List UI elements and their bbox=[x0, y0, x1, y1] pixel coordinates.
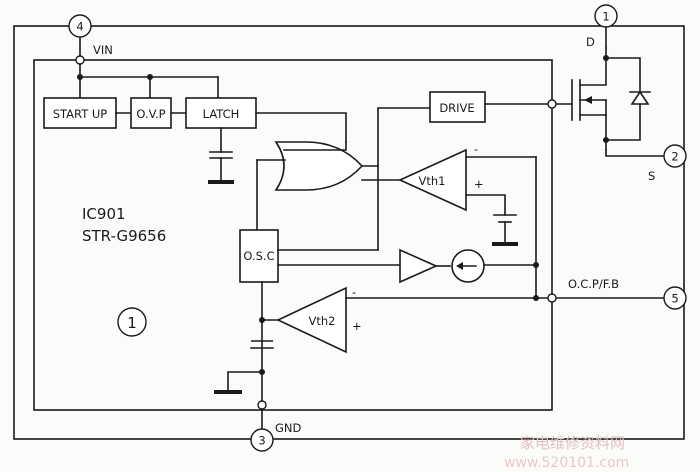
latch-label: LATCH bbox=[203, 107, 240, 121]
vth2-plus: + bbox=[352, 319, 362, 333]
vth1-minus: - bbox=[474, 142, 478, 156]
circled-number-label: 1 bbox=[127, 314, 137, 332]
pin-1-label: 1 bbox=[602, 10, 609, 24]
pin-4-label: 4 bbox=[76, 20, 83, 34]
junction bbox=[147, 74, 153, 80]
ocp-fb-label: O.C.P/F.B bbox=[568, 277, 619, 291]
junction bbox=[533, 262, 539, 268]
vin-label: VIN bbox=[93, 43, 113, 57]
osc-block bbox=[239, 229, 279, 283]
or-to-drive-wire bbox=[377, 107, 431, 167]
pin-3-label: 3 bbox=[258, 434, 265, 448]
drain-label: D bbox=[586, 35, 595, 49]
gnd-label: GND bbox=[275, 421, 302, 435]
start-up-label: START UP bbox=[53, 107, 108, 121]
vth2-label: Vth2 bbox=[309, 314, 336, 328]
pin-2 bbox=[663, 144, 687, 168]
pin-4 bbox=[68, 14, 92, 38]
ground-wire bbox=[227, 371, 263, 393]
terminal bbox=[547, 99, 557, 109]
vth2-minus: - bbox=[352, 285, 356, 299]
pin-5 bbox=[663, 286, 687, 310]
pin-3 bbox=[250, 428, 274, 452]
terminal bbox=[257, 400, 267, 410]
pin-2-label: 2 bbox=[671, 150, 678, 164]
vth1-label: Vth1 bbox=[419, 174, 446, 188]
mosfet-source-lead bbox=[579, 114, 607, 151]
pin-1 bbox=[594, 4, 618, 28]
or-gate bbox=[274, 141, 364, 191]
or-input-wire bbox=[283, 141, 347, 151]
drive-label: DRIVE bbox=[439, 101, 474, 115]
mosfet-drain-lead bbox=[579, 47, 607, 86]
source-wire bbox=[605, 149, 665, 157]
terminal bbox=[547, 293, 557, 303]
watermark-cn: 家电维修资料网 bbox=[520, 434, 625, 452]
ic-model: STR-G9656 bbox=[82, 227, 166, 245]
ovp-label: O.V.P bbox=[136, 107, 165, 121]
ic-outline bbox=[33, 59, 553, 411]
source-label: S bbox=[648, 169, 655, 183]
terminal bbox=[75, 55, 85, 65]
junction bbox=[603, 55, 609, 61]
current-arrow-head-icon bbox=[456, 262, 463, 270]
latch-to-or-wire bbox=[255, 112, 347, 143]
vth1-plus: + bbox=[474, 177, 484, 191]
vth1-comparator bbox=[398, 148, 467, 212]
package-outline bbox=[13, 25, 685, 440]
ic-name: IC901 bbox=[82, 205, 126, 223]
junction bbox=[77, 74, 83, 80]
mosfet-arrow-icon bbox=[584, 96, 592, 104]
vth2-comparator bbox=[276, 286, 347, 354]
junction bbox=[603, 137, 609, 143]
vth1-plus-wire bbox=[465, 194, 506, 216]
body-diode-icon bbox=[630, 90, 650, 105]
watermark-url: www.520101.com bbox=[504, 455, 629, 471]
circled-number bbox=[117, 307, 147, 337]
buffer-amp bbox=[399, 248, 438, 284]
pin-5-label: 5 bbox=[671, 292, 678, 306]
osc-label: O.S.C bbox=[243, 249, 274, 263]
drive-block bbox=[429, 91, 486, 123]
